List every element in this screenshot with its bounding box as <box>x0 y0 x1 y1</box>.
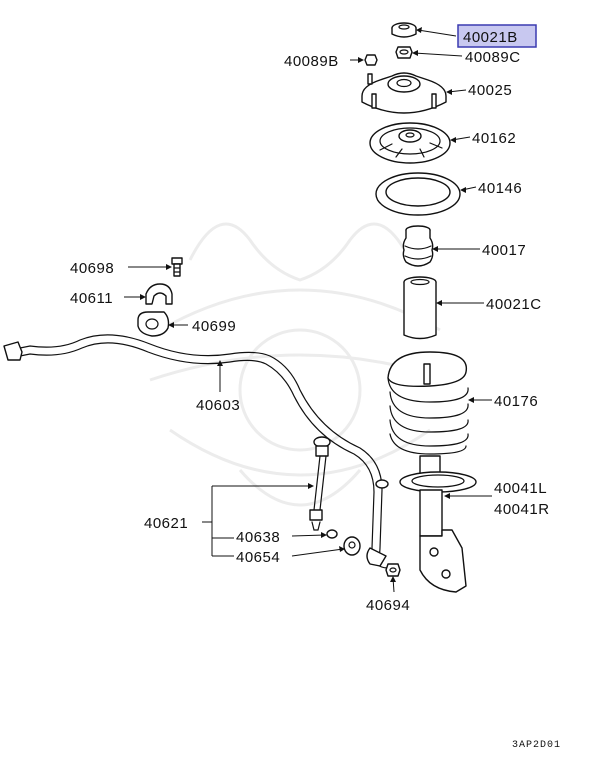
leader-lines <box>124 27 492 593</box>
label-40603[interactable]: 40603 <box>196 397 240 414</box>
part-40146-spring-pad[interactable] <box>375 172 461 216</box>
label-40017[interactable]: 40017 <box>482 242 526 259</box>
part-40089b-nut[interactable] <box>364 54 378 66</box>
part-40603-stabilizer-bar[interactable] <box>3 334 389 569</box>
label-40041r[interactable]: 40041R <box>494 501 550 518</box>
label-40025[interactable]: 40025 <box>468 82 512 99</box>
part-40611-bracket[interactable] <box>145 283 173 305</box>
label-40041l[interactable]: 40041L <box>494 480 547 497</box>
label-40638[interactable]: 40638 <box>236 529 280 546</box>
label-40694[interactable]: 40694 <box>366 597 410 614</box>
part-40621-stabilizer-link[interactable] <box>309 436 331 531</box>
part-40162-spring-seat[interactable] <box>369 122 451 164</box>
label-40162[interactable]: 40162 <box>472 130 516 147</box>
diagram-code: 3AP2D01 <box>512 740 561 751</box>
label-40089c[interactable]: 40089C <box>465 49 521 66</box>
watermark-helmet <box>149 222 451 507</box>
label-40699[interactable]: 40699 <box>192 318 236 335</box>
part-40025-strut-mount[interactable] <box>361 72 447 114</box>
label-40021b[interactable]: 40021B <box>463 29 518 46</box>
label-40654[interactable]: 40654 <box>236 549 280 566</box>
part-40654-bushing[interactable] <box>343 536 361 556</box>
label-40698[interactable]: 40698 <box>70 260 114 277</box>
part-40017-bump-stopper[interactable] <box>402 225 434 267</box>
part-40089c-nut[interactable] <box>395 46 413 59</box>
part-40694-nut[interactable] <box>385 563 401 577</box>
label-40021c[interactable]: 40021C <box>486 296 542 313</box>
part-40021c-dust-cover[interactable] <box>403 276 437 340</box>
label-40611[interactable]: 40611 <box>70 290 113 307</box>
part-40021b-cap[interactable] <box>391 22 417 38</box>
part-40176-coil-spring[interactable] <box>387 351 469 455</box>
part-40698-bolt[interactable] <box>171 257 183 277</box>
part-40041-strut-assembly[interactable] <box>399 455 477 593</box>
part-40638-washer[interactable] <box>326 529 338 539</box>
part-40699-bushing[interactable] <box>137 311 170 337</box>
label-40146[interactable]: 40146 <box>478 180 522 197</box>
label-40176[interactable]: 40176 <box>494 393 538 410</box>
label-40621[interactable]: 40621 <box>144 515 188 532</box>
highlight-box-40021b <box>457 24 537 48</box>
label-40089b[interactable]: 40089B <box>284 53 339 70</box>
